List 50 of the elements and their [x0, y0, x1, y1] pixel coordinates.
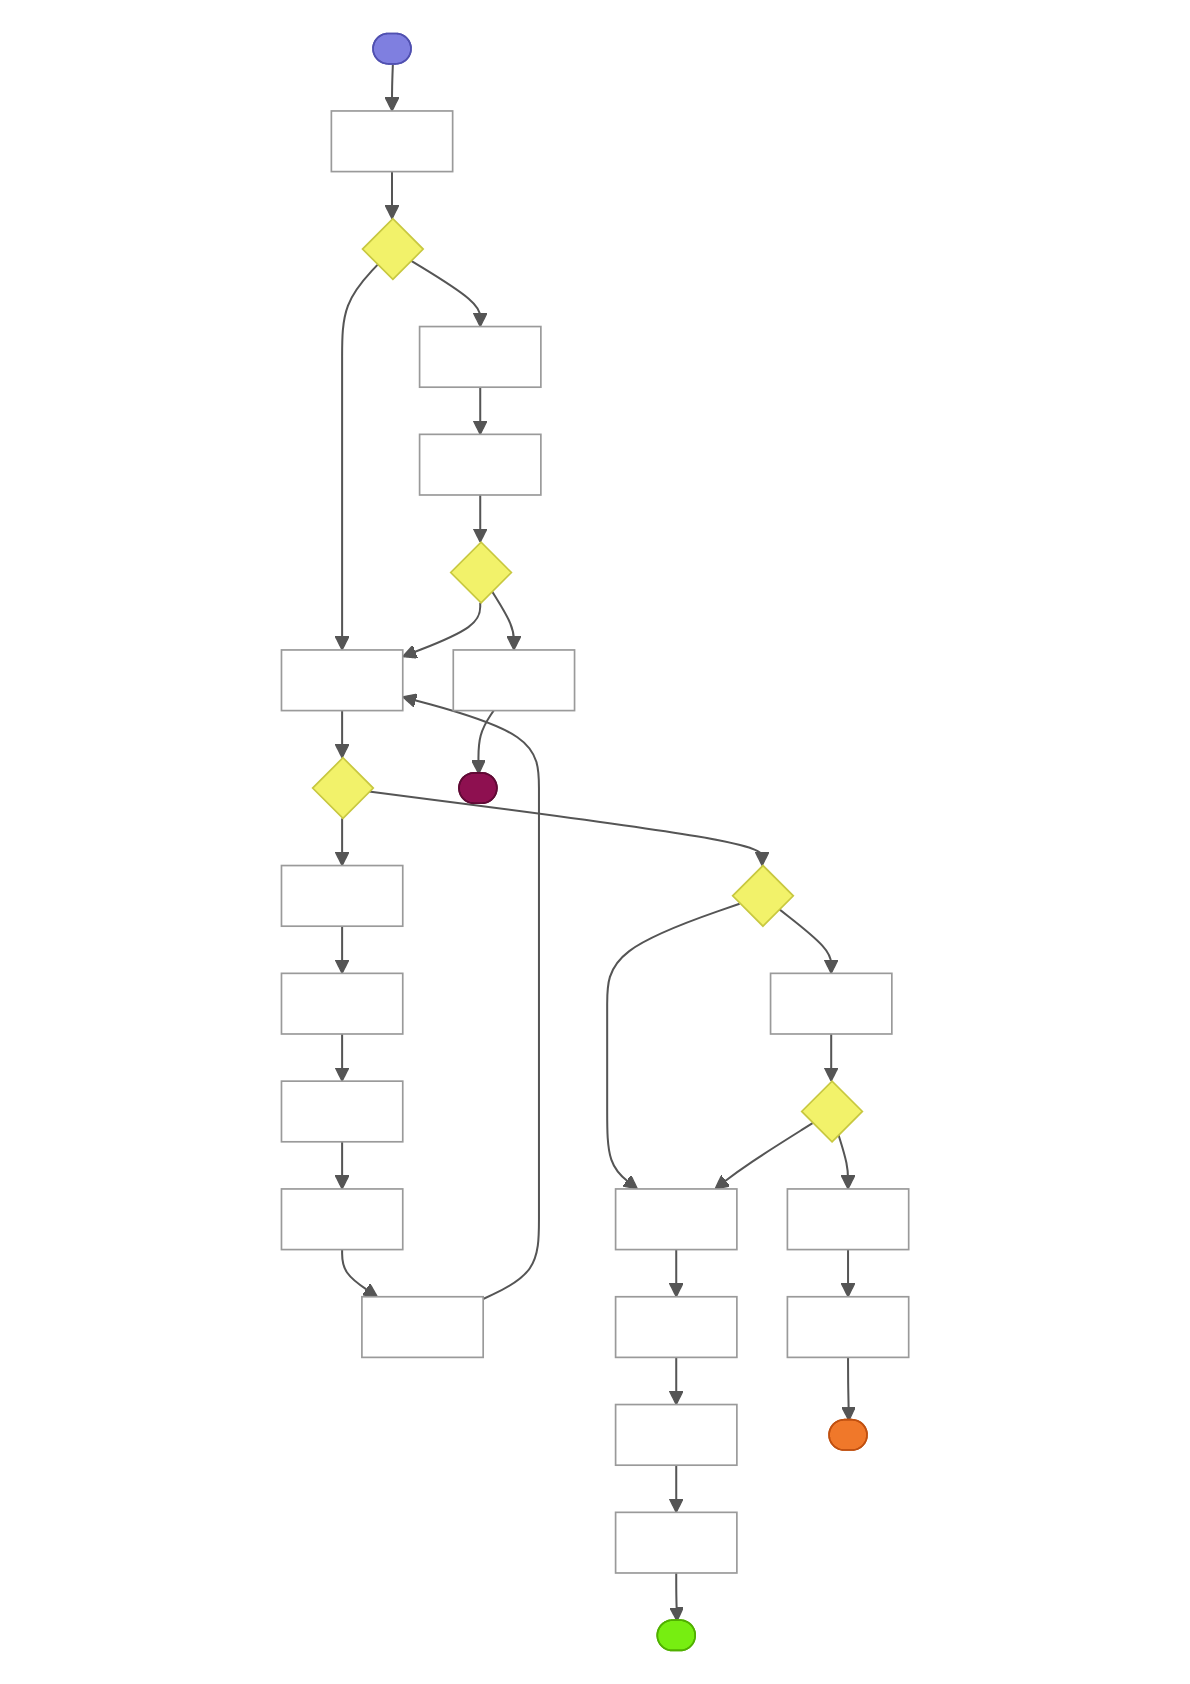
arrow	[334, 264, 379, 651]
arrow	[384, 171, 400, 220]
arrow	[410, 259, 488, 328]
node-diamond	[449, 541, 513, 604]
arrow	[341, 1249, 378, 1298]
node-box	[614, 1511, 738, 1574]
node-box	[280, 1188, 404, 1251]
node-box	[280, 864, 404, 928]
node-box	[452, 649, 576, 712]
arrow	[606, 902, 740, 1190]
arrow	[669, 1573, 684, 1622]
arrow	[472, 495, 488, 543]
node-diamond	[361, 217, 425, 281]
node-box	[280, 1080, 404, 1143]
arrow	[334, 926, 350, 975]
node-box	[786, 1295, 910, 1359]
node-box	[418, 433, 542, 496]
arrow	[668, 1249, 684, 1298]
arrow	[334, 1034, 350, 1082]
arrow	[402, 693, 540, 1300]
node-box	[786, 1188, 910, 1251]
arrow	[334, 818, 350, 867]
arrow	[470, 710, 495, 775]
arrow	[402, 602, 482, 659]
node-diamond	[311, 756, 375, 820]
arrow	[714, 1122, 813, 1190]
node-box	[769, 972, 893, 1035]
arrow	[837, 1134, 856, 1190]
arrow	[384, 64, 400, 112]
node-box	[614, 1188, 738, 1251]
arrow	[334, 1141, 350, 1190]
node-box	[330, 110, 454, 173]
arrow	[490, 590, 522, 651]
arrow	[840, 1249, 856, 1298]
node-diamond	[800, 1080, 864, 1143]
arrow	[823, 1034, 839, 1082]
arrow	[368, 790, 770, 867]
arrow	[668, 1357, 684, 1406]
node-box	[280, 972, 404, 1035]
node-box	[614, 1403, 738, 1467]
node-box	[418, 325, 542, 389]
node-box	[280, 649, 404, 712]
arrow	[472, 387, 488, 436]
node-box	[614, 1295, 738, 1359]
node-box	[360, 1295, 484, 1359]
arrow	[841, 1357, 856, 1422]
node-diamond	[731, 864, 795, 928]
arrow	[778, 908, 839, 975]
arrow	[334, 710, 350, 759]
arrow	[668, 1465, 684, 1514]
